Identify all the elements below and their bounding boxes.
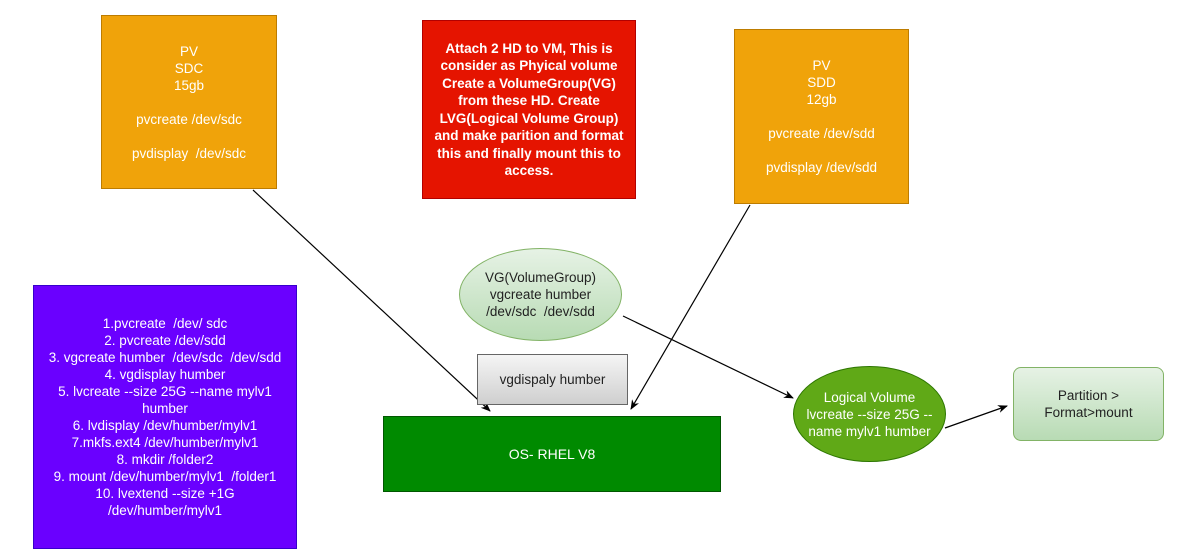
text-line: this and finally mount this to (437, 145, 621, 161)
text-line: pvdisplay /dev/sdd (765, 160, 878, 175)
text-line: 15gb (173, 77, 205, 93)
text-line: pvcreate /dev/sdc (136, 111, 242, 127)
text-line: access. (504, 163, 554, 178)
text-line: 10. lvextend --size +1G (95, 486, 235, 501)
text-line: Logical Volume (823, 389, 916, 405)
text-line: and make parition and format (434, 128, 624, 143)
text-line: PV (812, 58, 831, 73)
text-line: 8. mkdir /folder2 (116, 452, 214, 467)
text-line: pvdisplay /dev/sdc (131, 145, 247, 161)
pv-sdd-box[interactable]: PV SDD 12gb pvcreate /dev/sdd pvdisplay /dev… (734, 29, 909, 204)
partition-text: Partition > Format>mount (1044, 387, 1132, 421)
text-line: lvcreate --size 25G -- (806, 406, 933, 422)
text-line: 2. pvcreate /dev/sdd (104, 333, 226, 348)
edge-sdc-to-os (252, 189, 491, 412)
volume-group-ellipse[interactable]: VG(VolumeGroup) vgcreate humber/dev/sdc /… (459, 248, 622, 341)
text-line: Format>mount (1044, 405, 1133, 420)
commands-note[interactable]: 1.pvcreate /dev/ sdc 2. pvcreate /dev/sdd… (33, 285, 297, 549)
text-line: 5. lvcreate --size 25G --name mylv1 (58, 384, 272, 399)
text-line: LVG(Logical Volume Group) (439, 110, 619, 126)
text-line: from these HD. Create (458, 93, 600, 108)
text-line: name mylv1 humber (808, 423, 931, 439)
instructions-text: Attach 2 HD to VM, This is consider as Ph… (434, 40, 623, 180)
edge-lv-to-partition (944, 405, 1008, 429)
os-label: OS- RHEL V8 (508, 445, 596, 462)
pv-sdd-text: PV SDD 12gb pvcreate /dev/sdd pvdisplay /dev… (766, 57, 877, 176)
vgdisplay-label: vgdispaly humber (499, 372, 606, 387)
text-line: 3. vgcreate humber /dev/sdc /dev/sdd (48, 350, 282, 365)
os-rhel-box[interactable]: OS- RHEL V8 (383, 416, 721, 492)
text-line: pvcreate /dev/sdd (768, 126, 875, 141)
text-line: 9. mount /dev/humber/mylv1 /folder1 (53, 469, 277, 484)
partition-format-mount-box[interactable]: Partition > Format>mount (1013, 367, 1164, 441)
text-line: 1.pvcreate /dev/ sdc (102, 316, 228, 331)
text-line: 7.mkfs.ext4 /dev/humber/mylv1 (71, 435, 259, 450)
text-line: SDC (174, 60, 204, 76)
volume-group-text: VG(VolumeGroup) vgcreate humber/dev/sdc /… (485, 269, 596, 320)
text-line: consider as Phyical volume (440, 58, 618, 73)
text-line: PV (179, 43, 198, 59)
text-line: /dev/humber/mylv1 (107, 503, 223, 518)
text-line: Partition > (1057, 388, 1120, 403)
edge-sdd-to-os (630, 204, 751, 410)
text-line: vgcreate humber (489, 287, 592, 302)
text-line: Attach 2 HD to VM, This is (445, 40, 613, 56)
instructions-note[interactable]: Attach 2 HD to VM, This is consider as Ph… (422, 20, 636, 199)
commands-text: 1.pvcreate /dev/ sdc 2. pvcreate /dev/sdd… (49, 315, 282, 519)
edge-vg-to-lv (622, 315, 794, 399)
vgdisplay-box[interactable]: vgdispaly humber (477, 354, 628, 405)
text-line: SDD (807, 75, 836, 90)
text-line: VG(VolumeGroup) (484, 270, 597, 285)
text-line: 4. vgdisplay humber (104, 367, 226, 382)
text-line: 12gb (806, 92, 837, 107)
text-line: 6. lvdisplay /dev/humber/mylv1 (72, 418, 258, 433)
text-line: Create a VolumeGroup(VG) (442, 75, 616, 91)
text-line: /dev/sdc /dev/sdd (486, 304, 595, 319)
text-line: humber (142, 401, 188, 416)
